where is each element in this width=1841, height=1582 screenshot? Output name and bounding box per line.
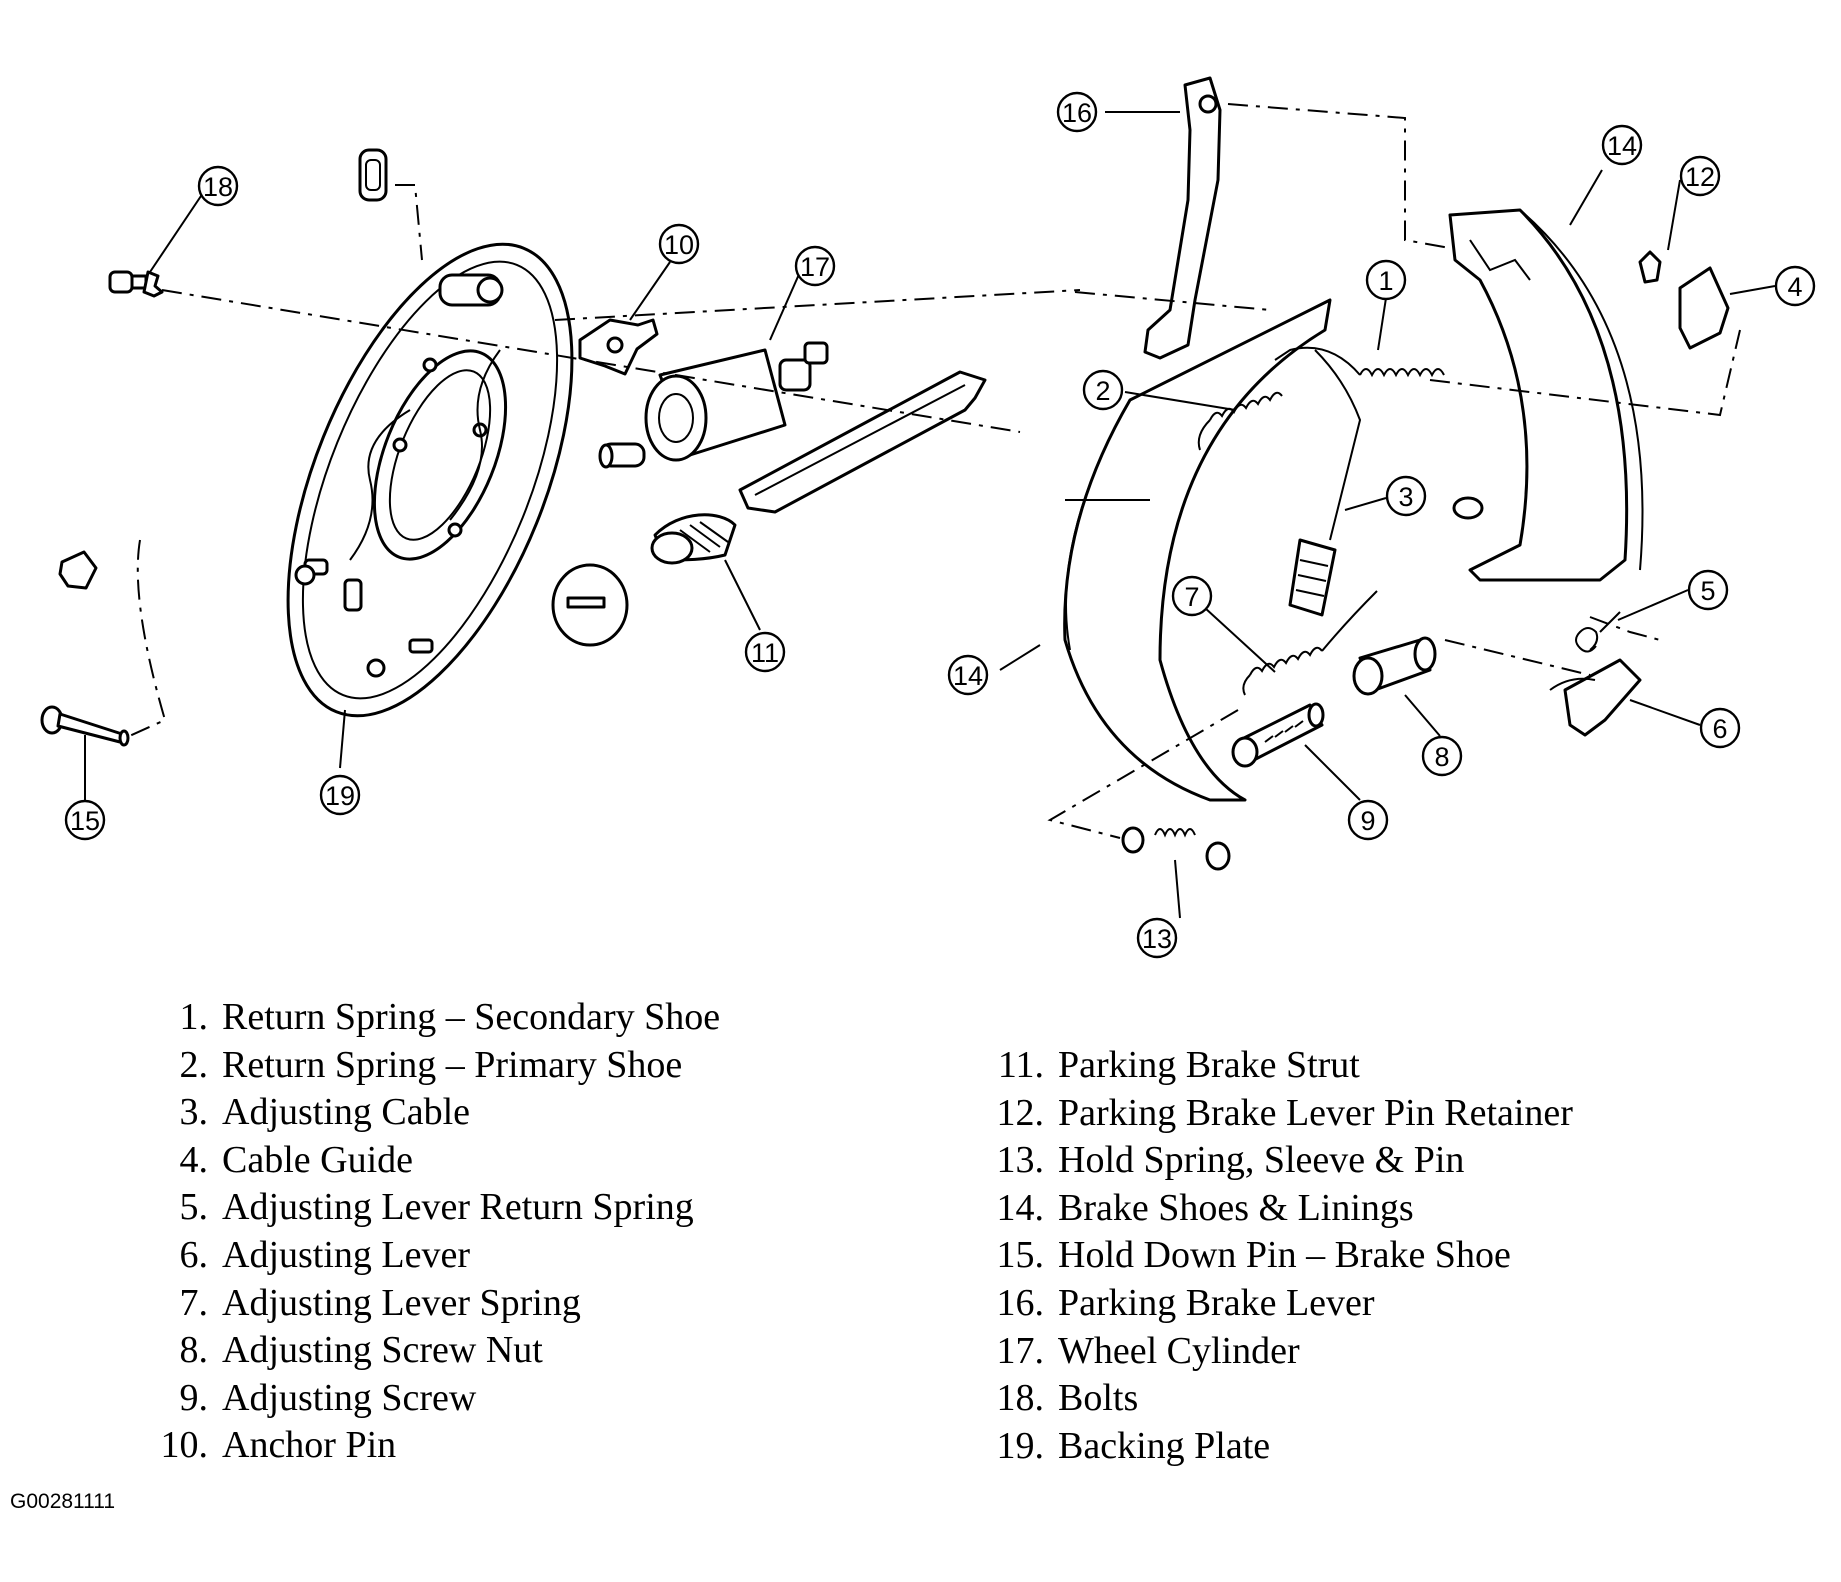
legend-item: 19.Backing Plate: [996, 1424, 1271, 1467]
clip-part: [58, 550, 98, 590]
adjusting-lever-spring: [1242, 590, 1378, 696]
adjusting-lever-return-spring: [1575, 611, 1621, 653]
svg-text:7: 7: [1184, 582, 1199, 612]
legend-item: 14.Brake Shoes & Linings: [996, 1186, 1414, 1229]
legend-item: 18.Bolts: [996, 1377, 1139, 1420]
leader-lines: [84, 111, 1776, 919]
svg-text:8: 8: [1434, 742, 1449, 772]
callout-13: 13: [1136, 917, 1178, 959]
hold-spring-sleeve-pin: [1121, 826, 1231, 871]
svg-text:15: 15: [70, 806, 100, 836]
callout-9: 9: [1347, 799, 1389, 841]
bolts: [108, 270, 164, 298]
adjusting-lever: [1549, 658, 1642, 737]
wheel-cylinder: [598, 341, 829, 469]
callout-6: 6: [1699, 707, 1741, 749]
callout-10: 10: [658, 223, 700, 265]
svg-text:12: 12: [1685, 162, 1715, 192]
callout-3: 3: [1385, 475, 1427, 517]
legend-item: 1.Return Spring – Secondary Shoe: [179, 996, 721, 1038]
callout-1: 1: [1365, 259, 1407, 301]
legend-item: 17.Wheel Cylinder: [996, 1329, 1300, 1372]
brake-exploded-diagram: 1 2 3 4 5 6 7 8 9 10 11 12 13 14 14 15 1…: [40, 76, 1816, 959]
cable-guide: [1678, 266, 1730, 350]
svg-text:14: 14: [953, 661, 983, 691]
return-spring-secondary: [1274, 346, 1445, 378]
svg-text:2: 2: [1095, 376, 1110, 406]
callout-4: 4: [1774, 265, 1816, 307]
adjusting-screw-nut: [1352, 636, 1437, 696]
svg-text:18: 18: [203, 172, 233, 202]
callout-15: 15: [64, 799, 106, 841]
svg-text:9: 9: [1360, 806, 1375, 836]
callout-17: 17: [794, 245, 836, 287]
legend-item: 11.Parking Brake Strut: [997, 1044, 1360, 1086]
clip-part-top: [358, 148, 388, 202]
legend-item: 9.Adjusting Screw: [179, 1376, 477, 1419]
callout-2: 2: [1082, 369, 1124, 411]
legend-item: 12.Parking Brake Lever Pin Retainer: [996, 1091, 1573, 1134]
svg-text:11: 11: [751, 638, 779, 668]
svg-text:4: 4: [1787, 272, 1802, 302]
parking-brake-lever: [1143, 76, 1222, 360]
backing-plate: [286, 242, 574, 718]
callout-19: 19: [319, 774, 361, 816]
brake-shoe-right: [1448, 208, 1644, 582]
callout-14-right: 14: [1601, 124, 1643, 166]
svg-text:16: 16: [1062, 98, 1092, 128]
legend-item: 16.Parking Brake Lever: [996, 1281, 1375, 1324]
hold-down-pin: [40, 705, 130, 747]
return-spring-primary: [1197, 391, 1283, 451]
legend-item: 15.Hold Down Pin – Brake Shoe: [996, 1234, 1511, 1277]
svg-text:13: 13: [1142, 924, 1172, 954]
legend-item: 8.Adjusting Screw Nut: [179, 1329, 543, 1372]
legend-item: 4.Cable Guide: [179, 1138, 414, 1181]
svg-text:14: 14: [1607, 131, 1637, 161]
legend-item: 6.Adjusting Lever: [179, 1233, 471, 1276]
callout-14-left: 14: [947, 654, 989, 696]
legend-item: 7.Adjusting Lever Spring: [179, 1281, 581, 1324]
adjusting-screw: [1231, 702, 1325, 768]
svg-text:5: 5: [1700, 576, 1715, 606]
callout-11: 11: [744, 631, 786, 673]
legend-item: 5.Adjusting Lever Return Spring: [179, 1186, 694, 1229]
callout-7: 7: [1171, 575, 1213, 617]
parking-brake-strut: [551, 370, 987, 647]
brake-shoe-left: [1063, 298, 1332, 802]
figure-code: G00281111: [10, 1490, 116, 1513]
callout-18: 18: [197, 165, 239, 207]
svg-text:1: 1: [1378, 266, 1393, 296]
alignment-lines: [124, 103, 1741, 839]
callout-5: 5: [1687, 569, 1729, 611]
svg-text:10: 10: [664, 230, 694, 260]
legend-item: 13.Hold Spring, Sleeve & Pin: [996, 1139, 1465, 1182]
legend-item: 3.Adjusting Cable: [179, 1091, 471, 1134]
svg-text:17: 17: [800, 252, 830, 282]
svg-text:19: 19: [325, 781, 355, 811]
svg-text:3: 3: [1398, 482, 1413, 512]
parts-legend-left: 1.Return Spring – Secondary Shoe 2.Retur…: [134, 994, 721, 1470]
pin-retainer: [1638, 250, 1662, 284]
callout-16: 16: [1056, 91, 1098, 133]
legend-item: 10.Anchor Pin: [160, 1424, 397, 1467]
legend-item: 2.Return Spring – Primary Shoe: [179, 1043, 683, 1086]
adjusting-cable: [1288, 349, 1362, 617]
svg-text:6: 6: [1712, 714, 1727, 744]
callout-12: 12: [1679, 155, 1721, 197]
small-pin: [1452, 496, 1484, 520]
parts-legend-right: 11.Parking Brake Strut 12.Parking Brake …: [970, 1042, 1573, 1470]
callout-8: 8: [1421, 735, 1463, 777]
